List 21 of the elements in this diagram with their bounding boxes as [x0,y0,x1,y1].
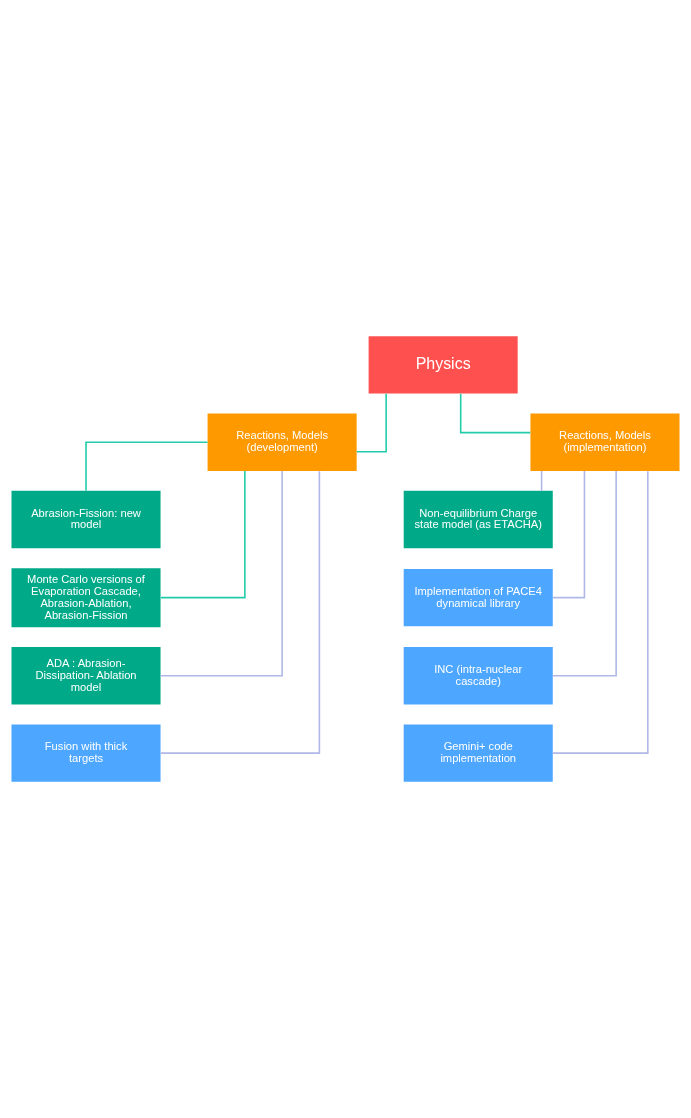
connector [159,470,283,677]
node-box: Reactions, Models (implementation) [530,413,680,471]
connector [540,470,543,492]
connector [552,470,649,754]
connector [459,392,532,434]
connector [160,470,321,754]
node-box: INC (intra-nuclear cascade) [403,647,553,705]
connector [552,470,586,599]
connector [356,393,387,453]
node-box: Physics [368,336,518,394]
connector [160,470,246,599]
connector [85,441,209,492]
connector [552,470,617,677]
node-box: Gemini+ code implementation [403,724,553,782]
node-box: Implementation of PACE4 dynamical library [403,568,553,627]
node-box: Abrasion-Fission: new model [11,490,161,549]
node-box: Non-equilibrium Charge state model (as ETACHA) [403,490,553,549]
node-box: Fusion with thick targets [11,724,161,782]
node-box: Monte Carlo versions of Evaporation Cascade, Abrasion-Ablation, Abrasion-Fission [11,568,161,628]
node-box: Reactions, Models (development) [207,413,357,471]
node-box: ADA : Abrasion- Dissipation- Ablation model [11,647,161,705]
